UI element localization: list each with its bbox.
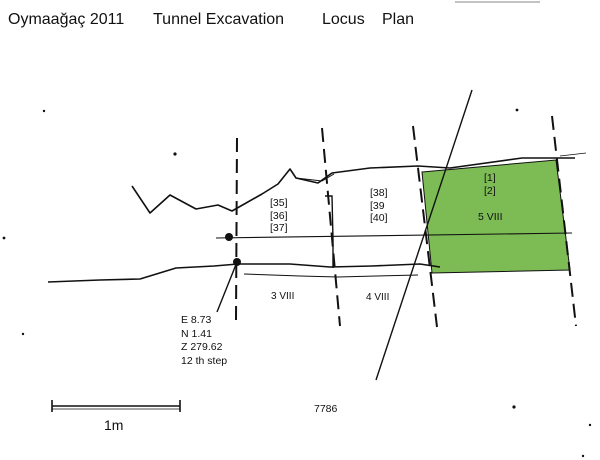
divider-1 <box>235 137 238 321</box>
tunnel-wall-upper-inner <box>295 173 335 182</box>
locus-number: [1] <box>484 172 496 184</box>
paper-specks <box>2 108 592 458</box>
excavation-title: Tunnel Excavation <box>153 11 285 28</box>
edge-mark <box>559 152 587 157</box>
locus-group-c: [1] [2] <box>484 172 496 197</box>
locus-4-label: 4 VIII <box>366 292 390 303</box>
locus-number: [38] <box>370 187 388 199</box>
marker-dot-upper <box>225 233 233 241</box>
find-number: 7786 <box>314 403 338 415</box>
locus-5-label: 5 VIII <box>478 211 503 223</box>
title-locus-word: Locus <box>322 11 365 28</box>
leader-line <box>216 261 238 313</box>
locus-3-label: 3 VIII <box>271 291 295 302</box>
scale-bar-label: 1m <box>104 417 124 433</box>
coordinate-elevation: Z 279.62 <box>181 341 223 353</box>
step-note: 12 th step <box>181 354 228 367</box>
point-coordinates: E 8.73 N 1.41 Z 279.62 12 th step <box>181 314 227 368</box>
divider-4 <box>551 115 577 327</box>
divider-3 <box>412 125 438 328</box>
tunnel-wall-upper <box>131 157 575 214</box>
divider-2 <box>321 127 341 327</box>
locus-group-a: [35] [36] [37] <box>270 197 288 235</box>
locus-number: [35] <box>270 197 288 209</box>
locus-number: [36] <box>270 209 288 222</box>
site-title: Oymaağaç 2011 <box>8 11 125 28</box>
measuring-line <box>215 232 573 239</box>
tunnel-wall-lower <box>47 263 441 283</box>
tunnel-wall-lower-inner <box>243 273 419 278</box>
locus-number: [2] <box>484 184 496 197</box>
locus-number: [40] <box>370 212 388 224</box>
locus-number: [37] <box>270 222 288 234</box>
diagonal-line <box>375 89 473 381</box>
locus-group-b: [38] [39 [40] <box>370 187 388 225</box>
locus-number: [39 <box>370 199 385 212</box>
title-plan-word: Plan <box>382 11 415 28</box>
scale-bar <box>51 400 181 412</box>
wall-spike <box>325 195 334 268</box>
coordinate-east: E 8.73 <box>181 314 212 326</box>
coordinate-north: N 1.41 <box>181 327 212 340</box>
